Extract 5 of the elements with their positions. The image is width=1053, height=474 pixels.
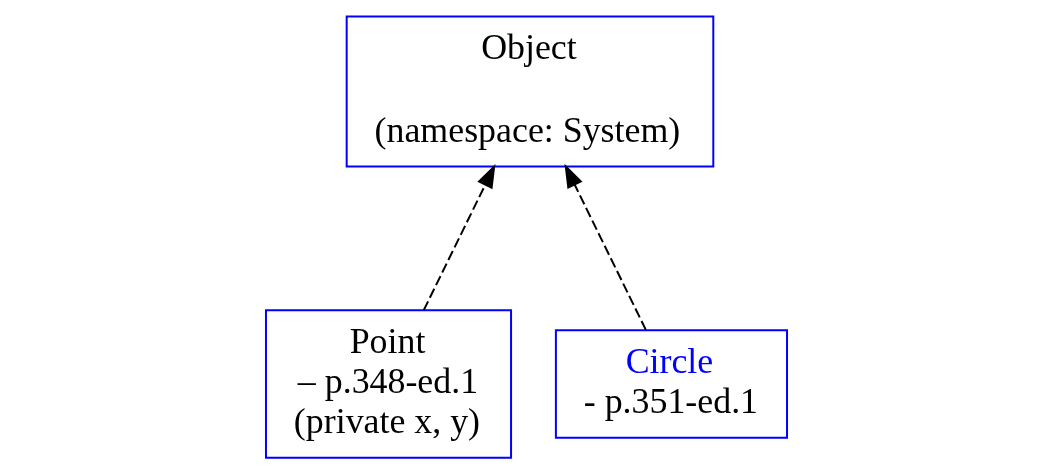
node-box: Object (namespace: System) (345, 15, 715, 168)
node-box: Point – p.348-ed.1 (private x, y) (264, 309, 513, 459)
arrow (422, 163, 496, 311)
arrow (564, 163, 647, 331)
node-box: Circle - p.351-ed.1 (554, 329, 789, 439)
